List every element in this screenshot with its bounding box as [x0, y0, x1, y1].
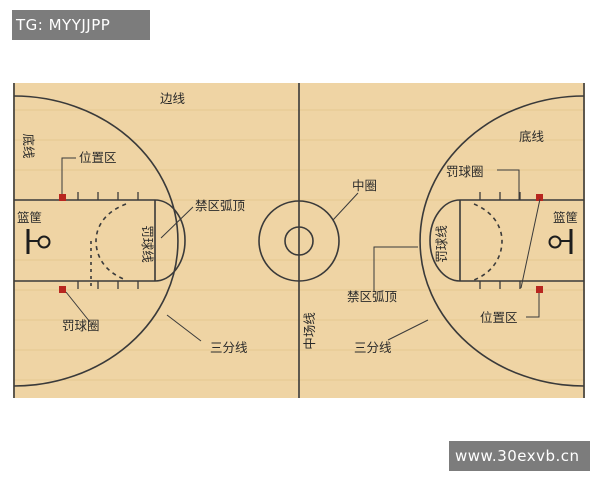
block-markers: [59, 194, 543, 293]
three-point-left-label: 三分线: [210, 340, 248, 355]
key-top-arc-right: [429, 199, 461, 282]
leader-lines: [61, 157, 541, 342]
basket-left-label: 篮筐: [17, 210, 42, 225]
three-point-arc-right: [419, 95, 585, 387]
basket-right-icon: [548, 229, 573, 254]
basket-right-label: 篮筐: [553, 210, 578, 225]
free-throw-line-right-label: 罚球线: [434, 225, 449, 263]
midcourt-line-label: 中场线: [302, 312, 317, 350]
block-right-label: 位置区: [480, 310, 518, 325]
center-circle-outer: [258, 200, 340, 282]
block-left-label: 位置区: [79, 150, 117, 165]
center-circle-label: 中圈: [352, 178, 377, 193]
free-throw-line-left-label: 罚球线: [140, 225, 155, 263]
watermark-top-left: TG: MYYJJPP: [12, 10, 150, 40]
three-point-arc-left: [13, 95, 179, 387]
baseline-left-label: 底线: [21, 133, 36, 159]
sideline-label: 边线: [160, 91, 186, 106]
free-throw-circle-inner-right: [473, 203, 503, 281]
free-throw-circle-right-label: 罚球圈: [446, 164, 484, 179]
baseline-right-label: 底线: [519, 129, 545, 144]
free-throw-circle-inner-left: [95, 203, 127, 281]
free-throw-circle-left-label: 罚球圈: [62, 318, 100, 333]
key-top-arc-left: [154, 199, 186, 282]
watermark-bottom-right: www.30exvb.cn: [449, 441, 590, 471]
basket-left-icon: [26, 229, 51, 254]
three-point-right-label: 三分线: [354, 340, 392, 355]
key-top-right-label: 禁区弧顶: [347, 289, 398, 304]
lane-hash-marks: [77, 192, 521, 289]
center-circle-inner: [284, 226, 314, 256]
key-top-left-label: 禁区弧顶: [195, 198, 246, 213]
